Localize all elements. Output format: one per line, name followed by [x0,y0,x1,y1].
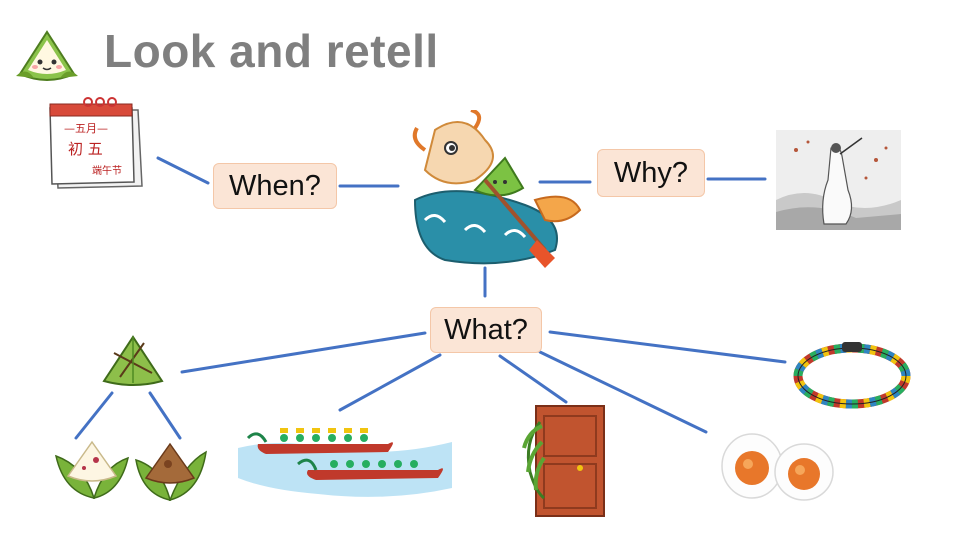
dragon-boat-race-icon [238,418,452,502]
connector-zongzi-right [148,391,182,440]
connector-what-zongzi [180,331,427,374]
five-color-bracelet-icon [792,338,912,412]
connector-what-bracelet [548,330,787,364]
connector-what-egg [538,350,708,434]
qu-yuan-painting-icon [776,130,901,230]
door-with-herbs-icon [520,402,608,518]
why-question-box: Why? [597,149,705,197]
connector-calendar-when [156,156,210,185]
calendar-day: 初 五 [68,140,103,158]
zongzi-icon [100,333,166,389]
page-title: Look and retell [104,25,439,77]
zongzi-meat-icon [134,438,208,502]
connector-zongzi-left [74,391,114,440]
connector-what-door [498,354,568,404]
when-question-box: When? [213,163,337,209]
zongzi-mascot-icon [14,26,80,88]
zongzi-open-icon [54,436,130,502]
what-question-box: What? [430,307,542,353]
calendar-festival: 端午节 [92,166,122,177]
dragon-boat-icon [405,110,585,270]
connector-what-race [338,353,442,412]
calendar-month: —五月— [64,122,108,135]
calendar-icon: —五月— 初 五 端午节 [46,96,146,192]
salted-egg-icon [718,432,836,502]
